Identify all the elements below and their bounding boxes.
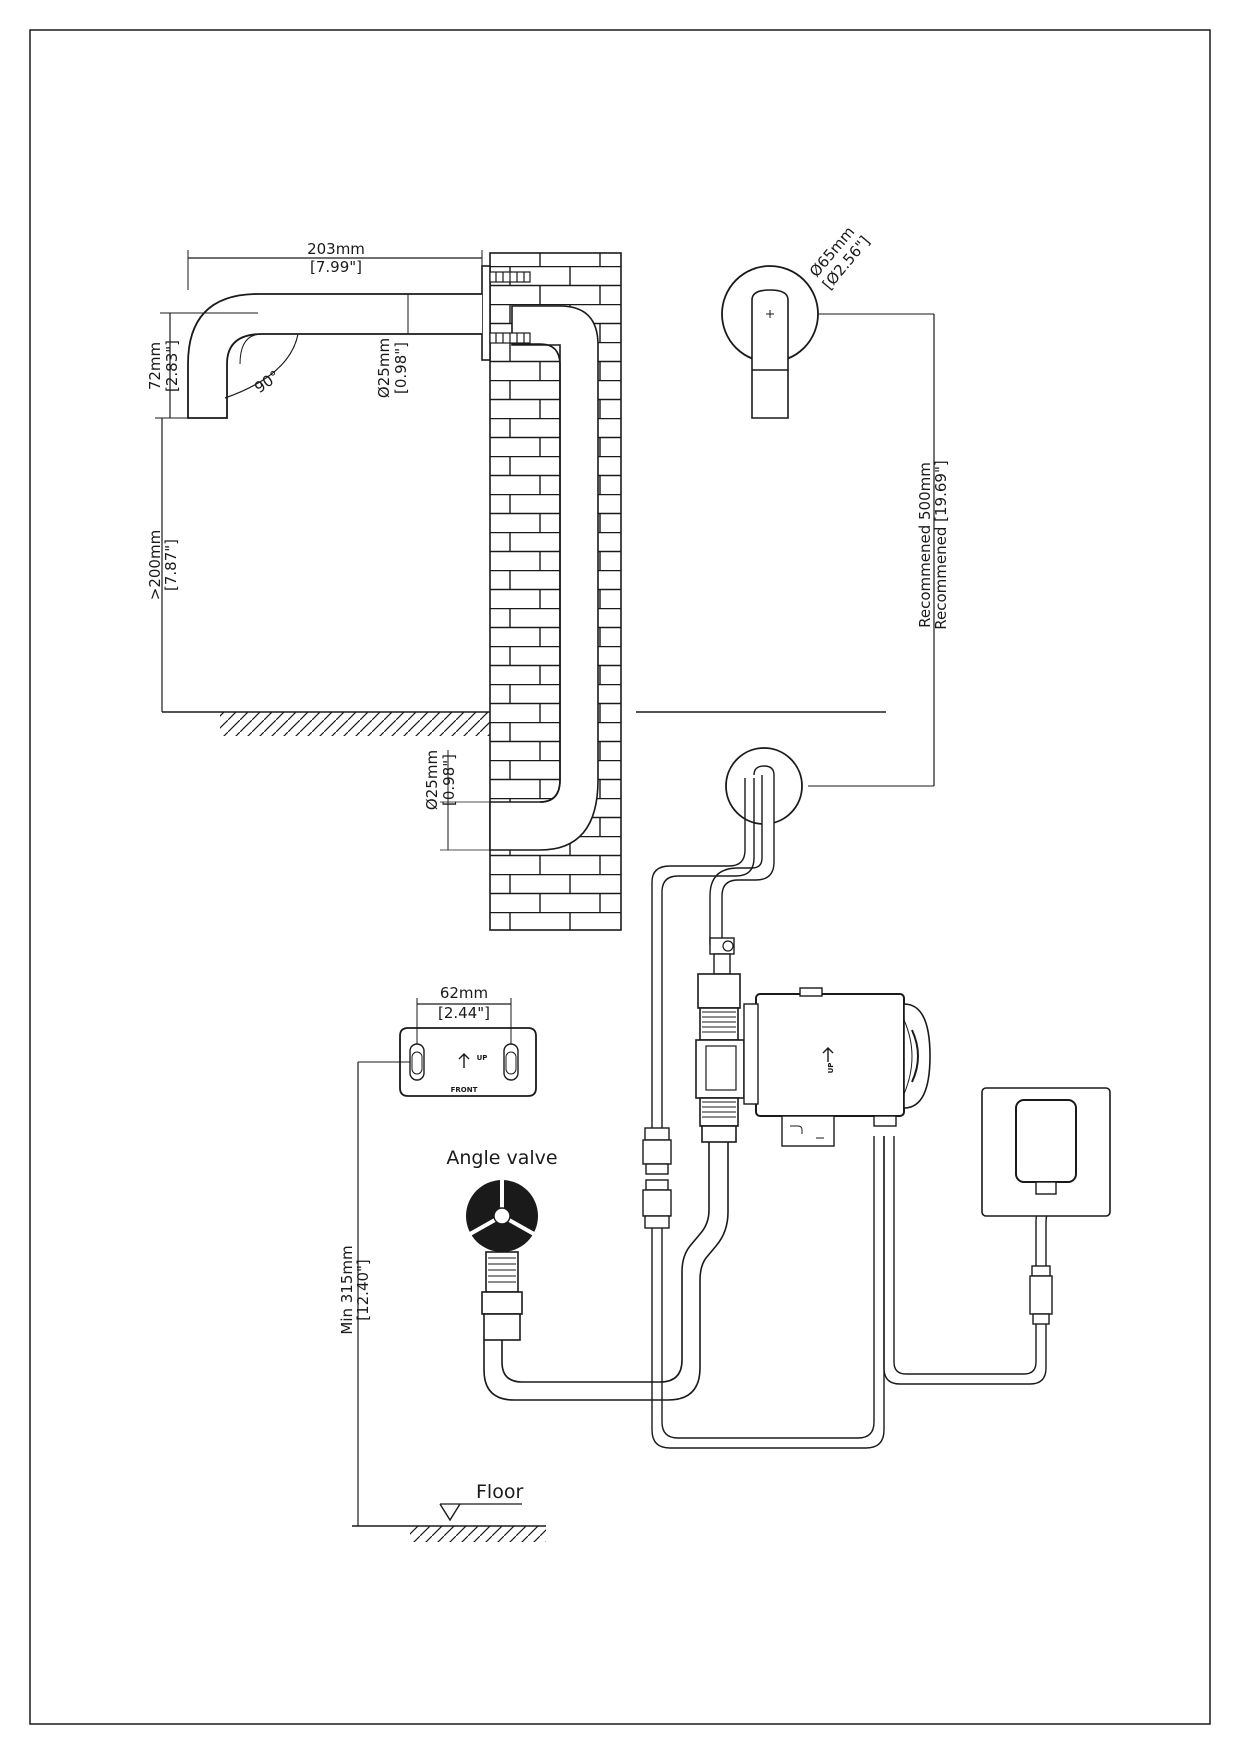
floor: Floor (352, 1481, 546, 1542)
spout-hose (709, 937, 735, 975)
basin-gap-in: [7.87"] (162, 539, 180, 591)
spout-length-in: [7.99"] (310, 258, 362, 276)
basin-gap-dim: >200mm [7.87"] (146, 417, 188, 712)
min-height-mm: Min 315mm (338, 1245, 356, 1334)
drawing-border (29, 29, 1211, 1725)
bracket-width-in: [2.44"] (438, 1004, 490, 1022)
spout-length-mm: 203mm (307, 240, 365, 258)
bracket-up-label: UP (477, 1054, 488, 1062)
bend-angle-label: 90° (251, 367, 283, 397)
mounting-bracket: UP FRONT (399, 1027, 537, 1097)
spout-height-in: [2.83"] (163, 340, 181, 392)
bracket-width-dim: 62mm [2.44"] (416, 984, 512, 1044)
angle-valve (466, 1180, 538, 1341)
pipe-dia-mm: Ø25mm (423, 750, 441, 810)
wall-flange (481, 265, 491, 361)
supply-pipe (483, 1142, 729, 1401)
angle-valve-label: Angle valve (446, 1147, 557, 1169)
spout-dia-in: [0.98"] (392, 342, 410, 394)
anchor-screws (489, 271, 531, 344)
min-height-in: [12.40"] (354, 1259, 372, 1321)
spout-front-view (721, 265, 819, 419)
floor-label: Floor (476, 1481, 523, 1503)
wall-pipe (489, 305, 599, 851)
spout-dia-dim: Ø25mm [0.98"] (375, 293, 482, 398)
basin-gap-mm: >200mm (146, 530, 164, 600)
recommended-height-dim: Recommened 500mm Recommened [19.69"] (808, 313, 950, 787)
sensor-cable (642, 1127, 885, 1449)
pipe-dia-in: [0.98"] (440, 754, 458, 806)
bracket-width-mm: 62mm (440, 984, 488, 1002)
power-cable (883, 1136, 1053, 1385)
lower-plate-view (651, 747, 803, 1160)
box-up-label: UP (827, 1063, 835, 1074)
spout-length-dim: 203mm [7.99"] (187, 240, 483, 290)
solenoid-valve-unit: UP (695, 973, 931, 1147)
recommended-mm: Recommened 500mm (916, 462, 934, 628)
pipe-dia-dim: Ø25mm [0.98"] (423, 750, 490, 851)
basin-level (162, 711, 886, 736)
power-adapter (981, 1087, 1111, 1217)
bracket-front-label: FRONT (451, 1086, 478, 1094)
spout-dia-mm: Ø25mm (375, 338, 393, 398)
recommended-in: Recommened [19.69"] (932, 460, 950, 629)
min-height-dim: Min 315mm [12.40"] (338, 1061, 410, 1526)
spout-height-mm: 72mm (146, 342, 164, 390)
